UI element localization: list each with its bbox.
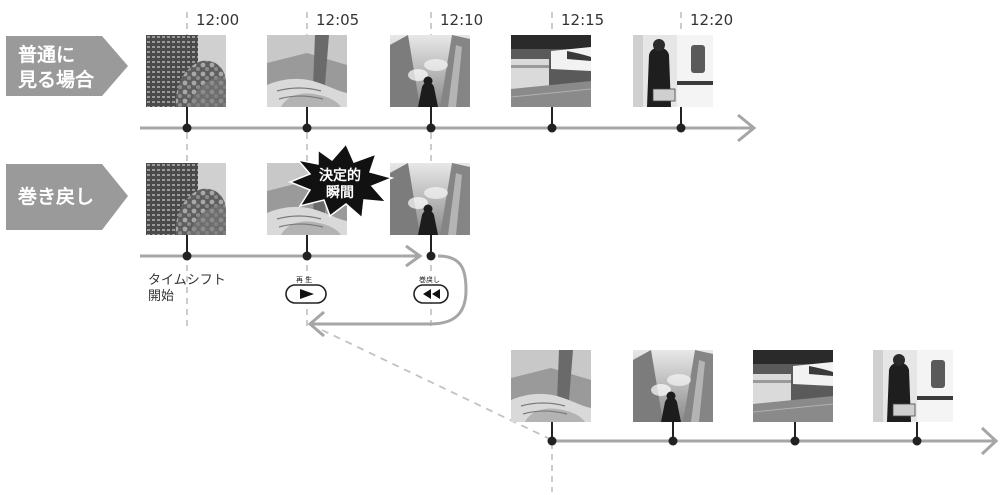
thumbnail-train-platform (511, 35, 591, 107)
timeline-dot (912, 436, 922, 446)
time-label: 12:05 (316, 11, 359, 29)
arrowhead (737, 113, 757, 143)
rewind-caption: 巻戻し (419, 275, 440, 284)
arrowhead (405, 244, 423, 268)
row3-thumbnails (511, 350, 953, 422)
timeline-dot (426, 123, 436, 133)
thumbnail-skyscraper-sky (633, 350, 713, 422)
arrowhead (980, 426, 999, 456)
thumbnail-skyscraper-sky (390, 35, 470, 107)
timeline-dot (676, 123, 686, 133)
thumbnail-person-train-door (633, 35, 713, 107)
row2-timeline (140, 235, 468, 338)
thumbnail-train-platform (753, 350, 833, 422)
time-label: 12:15 (561, 11, 604, 29)
play-caption: 再 生 (296, 275, 312, 284)
row-label-line1: 普通に (18, 43, 75, 66)
row3-timeline (547, 422, 999, 456)
row-label-line2: 見る場合 (18, 68, 95, 91)
thumbnail-person-train-door (873, 350, 953, 422)
timeline-dot (182, 251, 192, 261)
time-labels: 12:00 12:05 12:10 12:15 12:20 (196, 11, 733, 29)
timeline-dot (182, 123, 192, 133)
timeline-dot (547, 436, 557, 446)
rewind-icon (423, 289, 440, 299)
chevron-tab (6, 164, 128, 230)
timeline-dot (302, 251, 312, 261)
thumbnail-hand-closeup (267, 35, 347, 107)
loop-back-path (312, 254, 468, 326)
row-label-text: 巻き戻し (17, 185, 94, 208)
burst-text-line1: 決定的 (319, 167, 361, 184)
burst-text-line2: 瞬間 (326, 184, 354, 201)
row1-thumbnails (146, 35, 713, 107)
row1-timeline (140, 107, 757, 143)
timeline-markers (182, 235, 436, 261)
time-label: 12:10 (440, 11, 483, 29)
thumbnail-tower-trees (146, 163, 226, 235)
time-label: 12:20 (690, 11, 733, 29)
timeline-markers (547, 422, 922, 446)
timeline-dot (790, 436, 800, 446)
timeline-dot (426, 251, 436, 261)
chevron-tab (6, 36, 128, 96)
thumbnail-hand-closeup (511, 350, 591, 422)
time-label: 12:00 (196, 11, 239, 29)
row-label-normal: 普通に 見る場合 (6, 36, 128, 96)
loop-arrowhead (307, 310, 325, 338)
thumbnail-skyscraper-sky (390, 163, 470, 235)
timeshift-note-line1: タイムシフト (148, 273, 226, 288)
play-icon (300, 289, 314, 299)
play-button-illustration: 再 生 (285, 275, 327, 304)
decisive-moment-burst: 決定的 瞬間 (287, 142, 395, 220)
rewind-button-illustration: 巻戻し (413, 275, 449, 304)
timeshift-note-line2: 開始 (148, 289, 174, 304)
timeline-dot (668, 436, 678, 446)
timeline-markers (182, 107, 686, 133)
thumbnail-tower-trees (146, 35, 226, 107)
timeline-dot (547, 123, 557, 133)
row-label-rewind: 巻き戻し (6, 164, 128, 230)
timeline-dot (302, 123, 312, 133)
burst-shape (287, 142, 395, 220)
timeshift-start-note: タイムシフト 開始 (148, 273, 226, 304)
